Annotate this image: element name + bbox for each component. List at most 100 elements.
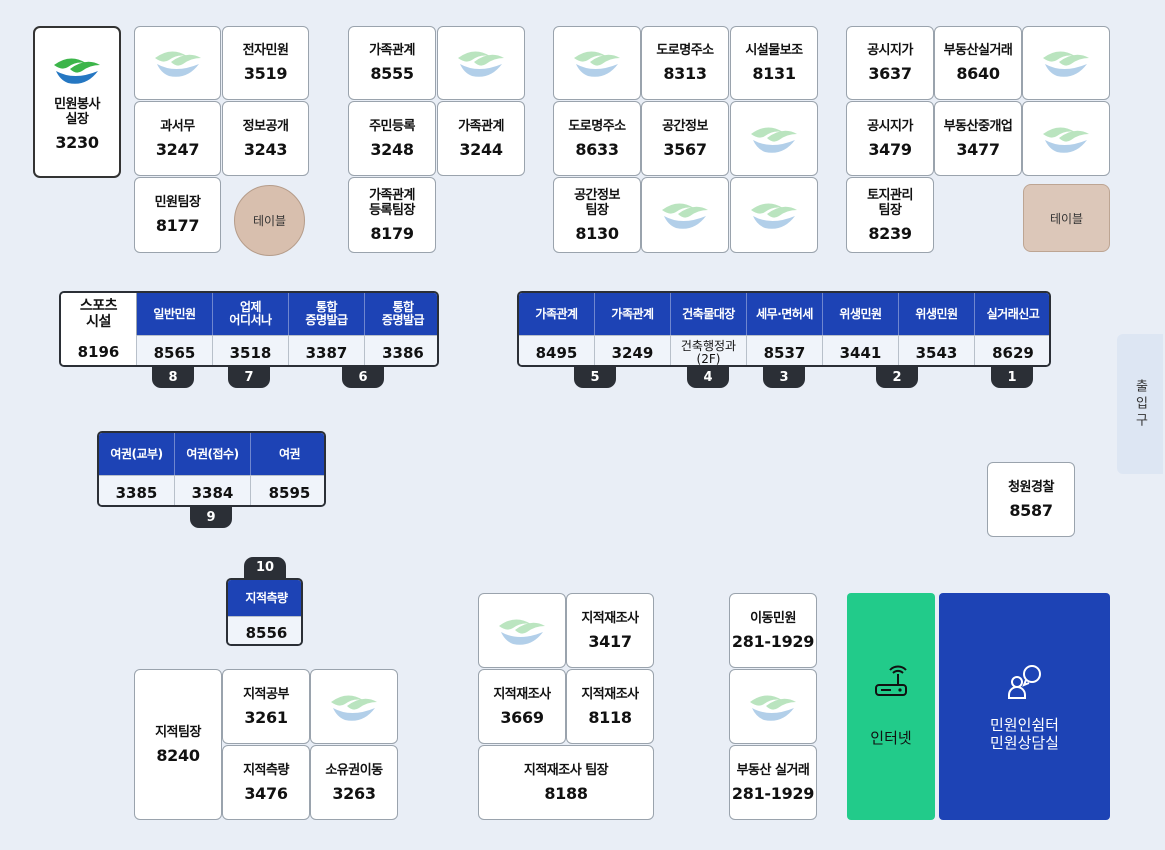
counter-title[interactable]: 세무·면허세	[747, 293, 823, 335]
counter-number-badge: 10	[244, 557, 286, 578]
counter-number-badge: 1	[991, 367, 1033, 388]
counter-title[interactable]: 통합 증명발급	[365, 293, 437, 335]
desk-card[interactable]: 공시지가 3637	[846, 26, 934, 100]
desk-label: 주민등록	[369, 118, 415, 134]
desk-card[interactable]: 민원봉사 실장 3230	[33, 26, 121, 178]
desk-label: 청원경찰	[1008, 479, 1054, 495]
civil-lounge[interactable]: 민원인쉼터 민원상담실	[939, 593, 1110, 820]
counter-title[interactable]: 위생민원	[899, 293, 975, 335]
desk-extension: 281-1929	[731, 631, 815, 651]
blank-desk[interactable]	[729, 669, 817, 744]
counter-title[interactable]: 지적측량	[228, 580, 301, 616]
desk-extension: 3230	[55, 132, 99, 152]
blank-desk[interactable]	[478, 593, 566, 668]
counter-title[interactable]: 여권	[251, 433, 324, 475]
desk-extension: 3247	[155, 139, 200, 159]
desk-card[interactable]: 공시지가 3479	[846, 101, 934, 176]
blank-desk[interactable]	[553, 26, 641, 100]
city-logo-icon	[1041, 46, 1091, 80]
desk-extension: 8633	[575, 139, 619, 159]
counter-number-badge: 4	[687, 367, 729, 388]
counter-title[interactable]: 스포츠 시설	[61, 293, 137, 335]
city-logo-icon	[153, 46, 203, 80]
desk-extension: 8640	[956, 64, 1000, 83]
desk-label: 부동산 실거래	[736, 762, 810, 778]
counter-number-badge: 2	[876, 367, 918, 388]
counter-title[interactable]: 건축물대장	[671, 293, 747, 335]
blank-desk[interactable]	[730, 177, 818, 253]
counter-title[interactable]: 여권(교부)	[99, 433, 175, 475]
desk-card[interactable]: 부동산실거래 8640	[934, 26, 1022, 100]
desk-card[interactable]: 지적재조사 팀장 8188	[478, 745, 654, 820]
desk-extension: 3637	[868, 64, 912, 83]
desk-card[interactable]: 부동산 실거래 281-1929	[729, 745, 817, 820]
desk-label: 지적재조사 팀장	[523, 762, 609, 778]
desk-extension: 8555	[370, 64, 414, 83]
blank-desk[interactable]	[1022, 26, 1110, 100]
counter-extension: 8196	[61, 335, 137, 365]
counter-title[interactable]: 실거래신고	[975, 293, 1049, 335]
counter-title[interactable]: 일반민원	[137, 293, 213, 335]
desk-extension: 8188	[544, 783, 588, 803]
desk-label: 토지관리 팀장	[867, 187, 913, 218]
blank-desk[interactable]	[1022, 101, 1110, 176]
blank-desk[interactable]	[730, 101, 818, 176]
desk-extension: 281-1929	[731, 783, 815, 803]
desk-extension: 8313	[663, 64, 707, 83]
counter-number-badge: 6	[342, 367, 384, 388]
desk-label: 공시지가	[867, 43, 913, 58]
counter-title[interactable]: 가족관계	[519, 293, 595, 335]
desk-label: 민원봉사 실장	[54, 96, 100, 127]
counter-title[interactable]: 가족관계	[595, 293, 671, 335]
internet-area[interactable]: 인터넷	[847, 593, 935, 820]
desk-label: 도로명주소	[568, 118, 626, 134]
counter-extension: 8556	[228, 616, 301, 644]
desk-card[interactable]: 도로명주소 8633	[553, 101, 641, 176]
desk-extension: 3417	[588, 631, 632, 651]
counter-extension: 3387	[289, 335, 365, 365]
blank-desk[interactable]	[310, 669, 398, 744]
blank-desk[interactable]	[134, 26, 221, 100]
blank-desk[interactable]	[437, 26, 525, 100]
counter-title[interactable]: 통합 증명발급	[289, 293, 365, 335]
city-logo-icon	[456, 46, 506, 80]
desk-label: 정보공개	[242, 118, 289, 134]
desk-label: 가족관계	[458, 118, 504, 134]
desk-extension: 3519	[243, 64, 288, 83]
desk-label: 부동산실거래	[943, 43, 1013, 58]
entrance-label: 출입구	[1132, 378, 1148, 430]
desk-label: 공시지가	[867, 118, 913, 134]
desk-label: 공간정보	[662, 118, 708, 134]
counter-title[interactable]: 업제 어디서나	[213, 293, 289, 335]
desk-extension: 8240	[156, 745, 200, 765]
counter-title[interactable]: 위생민원	[823, 293, 899, 335]
blank-desk[interactable]	[641, 177, 729, 253]
desk-extension: 3479	[868, 139, 912, 159]
counter-title[interactable]: 여권(접수)	[175, 433, 251, 475]
